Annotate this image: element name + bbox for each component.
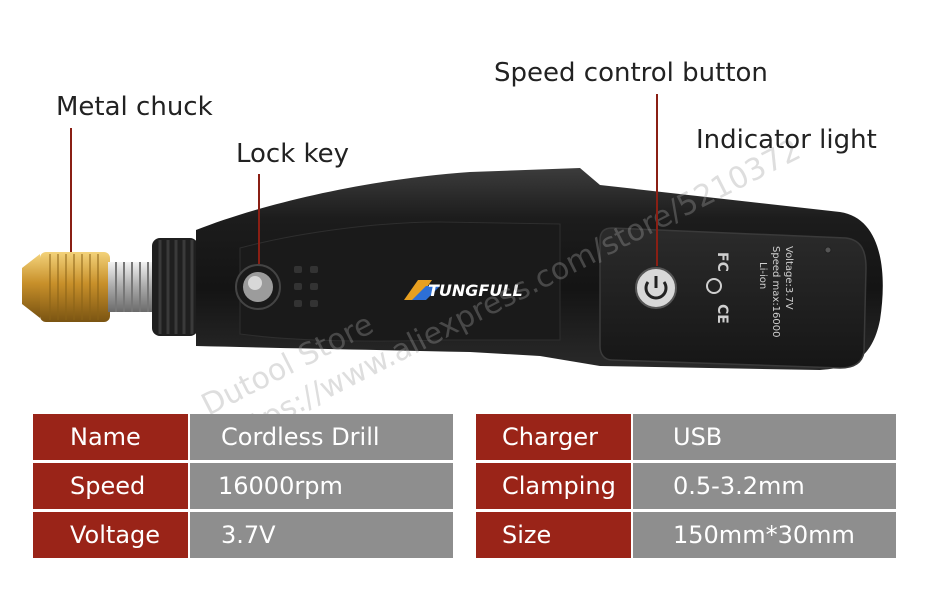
brand-logo xyxy=(404,280,440,300)
control-panel xyxy=(599,227,867,369)
spec-key-size: Size xyxy=(476,512,631,558)
panel-voltage: Voltage:3.7V xyxy=(783,246,794,310)
fc-mark: FC xyxy=(714,252,730,272)
speed-control-button xyxy=(635,267,677,309)
spec-value-clamping: 0.5-3.2mm xyxy=(633,463,896,509)
spec-value-speed: 16000rpm xyxy=(190,463,453,509)
spec-key-speed: Speed xyxy=(33,463,188,509)
brand-name: TUNGFULL xyxy=(428,281,523,300)
spec-table-left: Name Cordless Drill Speed 16000rpm Volta… xyxy=(33,414,453,558)
leader-speed-button xyxy=(656,94,658,266)
leader-metal-chuck xyxy=(70,128,72,252)
spec-value-voltage: 3.7V xyxy=(190,512,453,558)
spec-key-clamping: Clamping xyxy=(476,463,631,509)
callout-indicator-light: Indicator light xyxy=(696,125,877,155)
spec-value-size: 150mm*30mm xyxy=(633,512,896,558)
spec-table-right: Charger USB Clamping 0.5-3.2mm Size 150m… xyxy=(476,414,896,558)
spec-value-name: Cordless Drill xyxy=(190,414,453,460)
leader-lock-key xyxy=(258,174,260,264)
spec-key-voltage: Voltage xyxy=(33,512,188,558)
callout-speed-button: Speed control button xyxy=(494,58,768,88)
spec-value-charger: USB xyxy=(633,414,896,460)
lock-key xyxy=(235,264,281,310)
vent-holes xyxy=(294,266,318,307)
spec-key-name: Name xyxy=(33,414,188,460)
panel-battery: Li-ion xyxy=(757,262,768,289)
cordless-drill-image: TUNGFULL FC CE Voltage:3.7V Speed max:16… xyxy=(22,168,883,370)
spec-key-charger: Charger xyxy=(476,414,631,460)
recycle-icon xyxy=(706,278,722,294)
indicator-light xyxy=(824,246,832,254)
callout-lock-key: Lock key xyxy=(236,139,350,169)
ce-mark: CE xyxy=(714,304,730,324)
callout-metal-chuck: Metal chuck xyxy=(56,92,213,122)
panel-speed: Speed max:16000 xyxy=(770,246,781,338)
metal-chuck xyxy=(22,252,110,322)
